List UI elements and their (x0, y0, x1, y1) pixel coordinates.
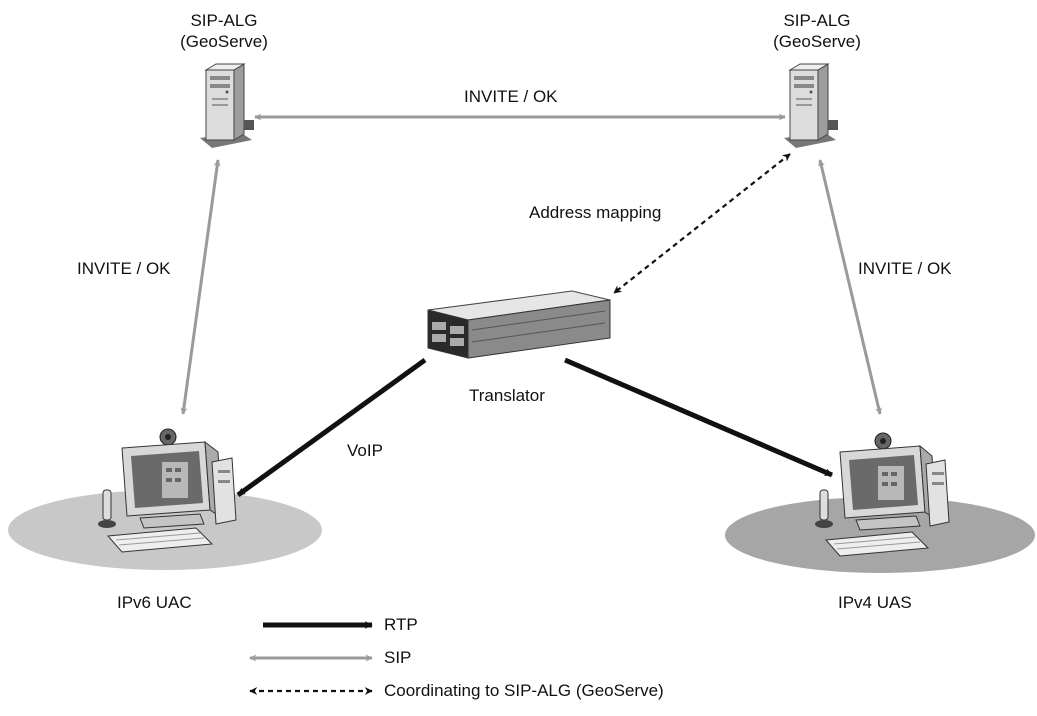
alg-right-label-line1: SIP-ALG (783, 11, 851, 30)
sip-edge-right (818, 159, 882, 415)
alg-right-label-line2: (GeoServe) (773, 32, 861, 51)
alg-left-label-line1: SIP-ALG (190, 11, 258, 30)
edge-label-top: INVITE / OK (464, 87, 558, 106)
edge-label-mapping: Address mapping (529, 203, 662, 222)
edge-label-left: INVITE / OK (77, 259, 171, 278)
server-icon-right (784, 63, 838, 148)
edge-label-voip: VoIP (347, 441, 383, 460)
legend-rtp-label: RTP (384, 615, 418, 634)
legend-sip-label: SIP (384, 648, 412, 667)
uac-label: IPv6 UAC (117, 593, 192, 612)
address-mapping-edge (613, 153, 791, 294)
rtp-edge-left (236, 357, 427, 498)
alg-left-label: SIP-ALG (GeoServe) (164, 10, 284, 52)
server-icon-left (200, 63, 254, 148)
rtp-edge-right (564, 357, 833, 478)
sip-edge-left (180, 159, 221, 415)
uac-workstation-icon (98, 428, 237, 553)
translator-label: Translator (469, 386, 545, 405)
uac-ground-ellipse (8, 490, 322, 570)
edge-label-right: INVITE / OK (858, 259, 952, 278)
legend-coord-label: Coordinating to SIP-ALG (GeoServe) (384, 681, 664, 700)
alg-left-label-line2: (GeoServe) (180, 32, 268, 51)
translator-server-icon (427, 290, 611, 359)
uas-label: IPv4 UAS (838, 593, 912, 612)
alg-right-label: SIP-ALG (GeoServe) (757, 10, 877, 52)
uas-workstation-icon (815, 432, 950, 557)
